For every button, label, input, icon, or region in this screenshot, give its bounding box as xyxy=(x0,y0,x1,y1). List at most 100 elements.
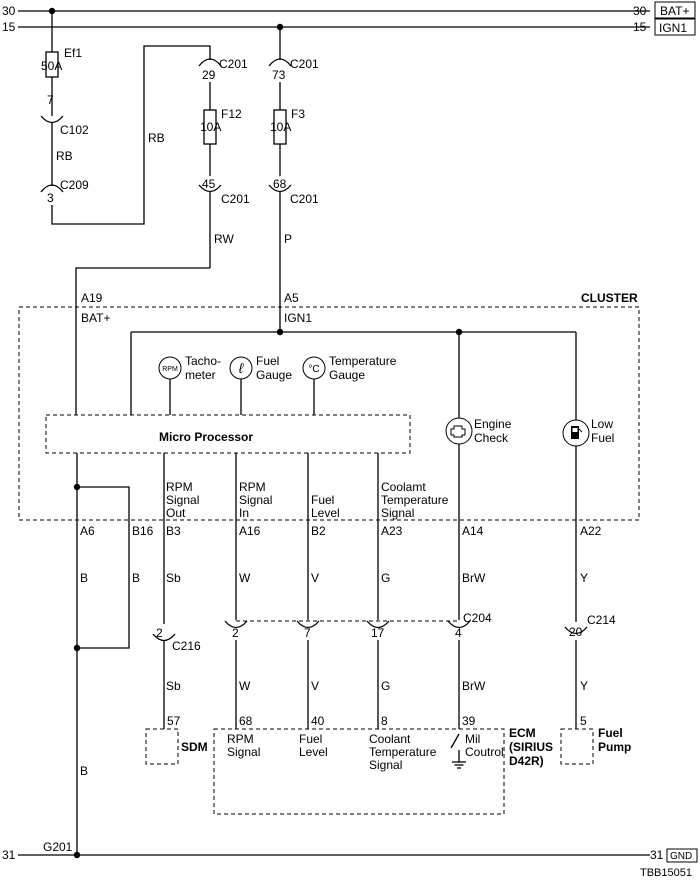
gnd-point-label: G201 xyxy=(43,840,73,854)
cluster-pin-a22: A22 xyxy=(580,524,602,538)
gnd-rail-right-number: 31 xyxy=(650,848,664,862)
ecm-pin-8: 8 xyxy=(381,714,388,728)
engine-check-label-2: Check xyxy=(474,431,509,445)
wire-sb-lower: Sb xyxy=(166,679,181,693)
fuel-pump-icon xyxy=(571,426,579,439)
cluster-pin-a23: A23 xyxy=(381,524,403,538)
fuse-ef1-rating: 50A xyxy=(41,59,62,73)
ecm-fuel-2: Level xyxy=(299,745,328,759)
c102-label: C102 xyxy=(60,123,89,137)
engine-check-lamp: Engine Check xyxy=(445,417,512,620)
signal-fuel-level-2: Level xyxy=(311,506,340,520)
c204-pin-4: 4 xyxy=(455,626,462,640)
c204-label: C204 xyxy=(463,611,492,625)
wire-y-lower: Y xyxy=(580,679,588,693)
wire-rb-lower: RB xyxy=(56,149,73,163)
sdm-pin: 57 xyxy=(167,714,181,728)
cluster-pin-b2: B2 xyxy=(311,524,326,538)
wire-g-upper: G xyxy=(381,571,390,585)
tachometer-label-2: meter xyxy=(185,368,216,382)
wire-rb-upper: RB xyxy=(148,131,165,145)
sdm-module: 57 SDM xyxy=(145,714,208,765)
low-fuel-label-1: Low xyxy=(591,417,613,431)
temperature-gauge-label-2: Gauge xyxy=(329,368,365,382)
c214-connector: C214 20 Y xyxy=(564,613,616,729)
ecm-rpm-2: Signal xyxy=(227,745,260,759)
c201-pin68: 68 xyxy=(273,177,287,191)
fuse-f12-rating: 10A xyxy=(200,120,221,134)
c216-pin: 2 xyxy=(156,626,163,640)
c204-connector: C204 2 7 17 4 W V G BrW xyxy=(224,611,492,729)
c201-pin45: 45 xyxy=(202,177,216,191)
low-fuel-label-2: Fuel xyxy=(591,431,614,445)
gnd-rail-left-number: 31 xyxy=(2,848,16,862)
c214-pin: 20 xyxy=(569,625,583,639)
gnd-rail-label: GND xyxy=(670,851,692,862)
cluster-pin-b3: B3 xyxy=(166,524,181,538)
wire-labels-upper: B B Sb W V G BrW Y xyxy=(80,571,588,585)
ecm-coolant-3: Signal xyxy=(369,758,402,772)
ecm-mil-1: Mil xyxy=(465,732,480,746)
bat-rail-label: BAT+ xyxy=(660,4,689,18)
wire-w-upper: W xyxy=(239,571,251,585)
fuel-pump-pin: 5 xyxy=(580,714,587,728)
signal-rpm-in-2: Signal xyxy=(239,493,272,507)
temperature-icon: °C xyxy=(308,364,319,375)
fuse-f12-name: F12 xyxy=(221,107,242,121)
fuel-gauge-icon: ℓ xyxy=(238,360,244,376)
c204-pin-7: 7 xyxy=(304,626,311,640)
wire-v-lower: V xyxy=(311,679,319,693)
ign-rail-right-number: 15 xyxy=(633,20,647,34)
cluster-pin-a16: A16 xyxy=(239,524,261,538)
ecm-coolant-2: Temperature xyxy=(369,745,437,759)
signal-rpm-out-3: Out xyxy=(166,506,186,520)
cluster-label-ign: IGN1 xyxy=(284,311,312,325)
c209-pin: 3 xyxy=(47,191,54,205)
bat-rail: 30 30 BAT+ xyxy=(2,1,696,19)
fuel-pump-module: 5 Fuel Pump xyxy=(560,714,631,765)
fuse-f3-rating: 10A xyxy=(270,120,291,134)
ecm-fuel-1: Fuel xyxy=(299,732,322,746)
c102-pin: 7 xyxy=(47,93,54,107)
wire-rw: RW xyxy=(214,232,234,246)
signal-fuel-level-1: Fuel xyxy=(311,493,334,507)
c201-label-mid-left: C201 xyxy=(221,192,250,206)
signal-coolant-3: Signal xyxy=(381,506,414,520)
c204-pin-2: 2 xyxy=(232,626,239,640)
c209-label: C209 xyxy=(60,178,89,192)
ecm-label-2: (SIRIUS xyxy=(509,740,553,754)
cluster-pin-a6: A6 xyxy=(80,524,95,538)
wire-brw-upper: BrW xyxy=(462,571,486,585)
fuel-gauge: ℓ Fuel Gauge xyxy=(229,354,292,415)
micro-processor xyxy=(45,414,411,454)
ecm-pin-68: 68 xyxy=(239,714,253,728)
tachometer-label-1: Tacho- xyxy=(185,354,221,368)
temperature-gauge-label-1: Temperature xyxy=(329,354,397,368)
cluster-title: CLUSTER xyxy=(581,291,638,305)
c201-label-mid-right: C201 xyxy=(290,192,319,206)
ecm-pin-39: 39 xyxy=(462,714,476,728)
fuel-gauge-label-1: Fuel xyxy=(256,354,279,368)
wire-brw-lower: BrW xyxy=(462,679,486,693)
cluster-boundary xyxy=(18,306,640,521)
micro-processor-label: Micro Processor xyxy=(159,430,253,444)
f3-branch: 73 C201 F3 10A 68 C201 P A5 IGN1 xyxy=(268,27,319,332)
wire-y-upper: Y xyxy=(580,571,588,585)
ecm-mil-2: Coutrol xyxy=(465,745,504,759)
wire-b-left: B xyxy=(80,571,88,585)
cluster-label-bat: BAT+ xyxy=(81,311,110,325)
ecm-label-1: ECM xyxy=(509,726,536,740)
c201-label-top-right: C201 xyxy=(290,57,319,71)
engine-check-label-1: Engine xyxy=(474,417,512,431)
ecm-label-3: D42R) xyxy=(509,754,544,768)
ecm-coolant-1: Coolant xyxy=(369,732,411,746)
signal-coolant-2: Temperature xyxy=(381,493,449,507)
cluster: CLUSTER RPM Tacho- meter ℓ Fuel Gauge °C… xyxy=(18,291,640,855)
signal-rpm-out-1: RPM xyxy=(166,480,193,494)
mil-switch xyxy=(450,733,460,749)
ecm-pin-40: 40 xyxy=(311,714,325,728)
signal-rpm-in-1: RPM xyxy=(239,480,266,494)
fuel-pump-label-2: Pump xyxy=(598,740,631,754)
c201-label-top-left: C201 xyxy=(219,57,248,71)
